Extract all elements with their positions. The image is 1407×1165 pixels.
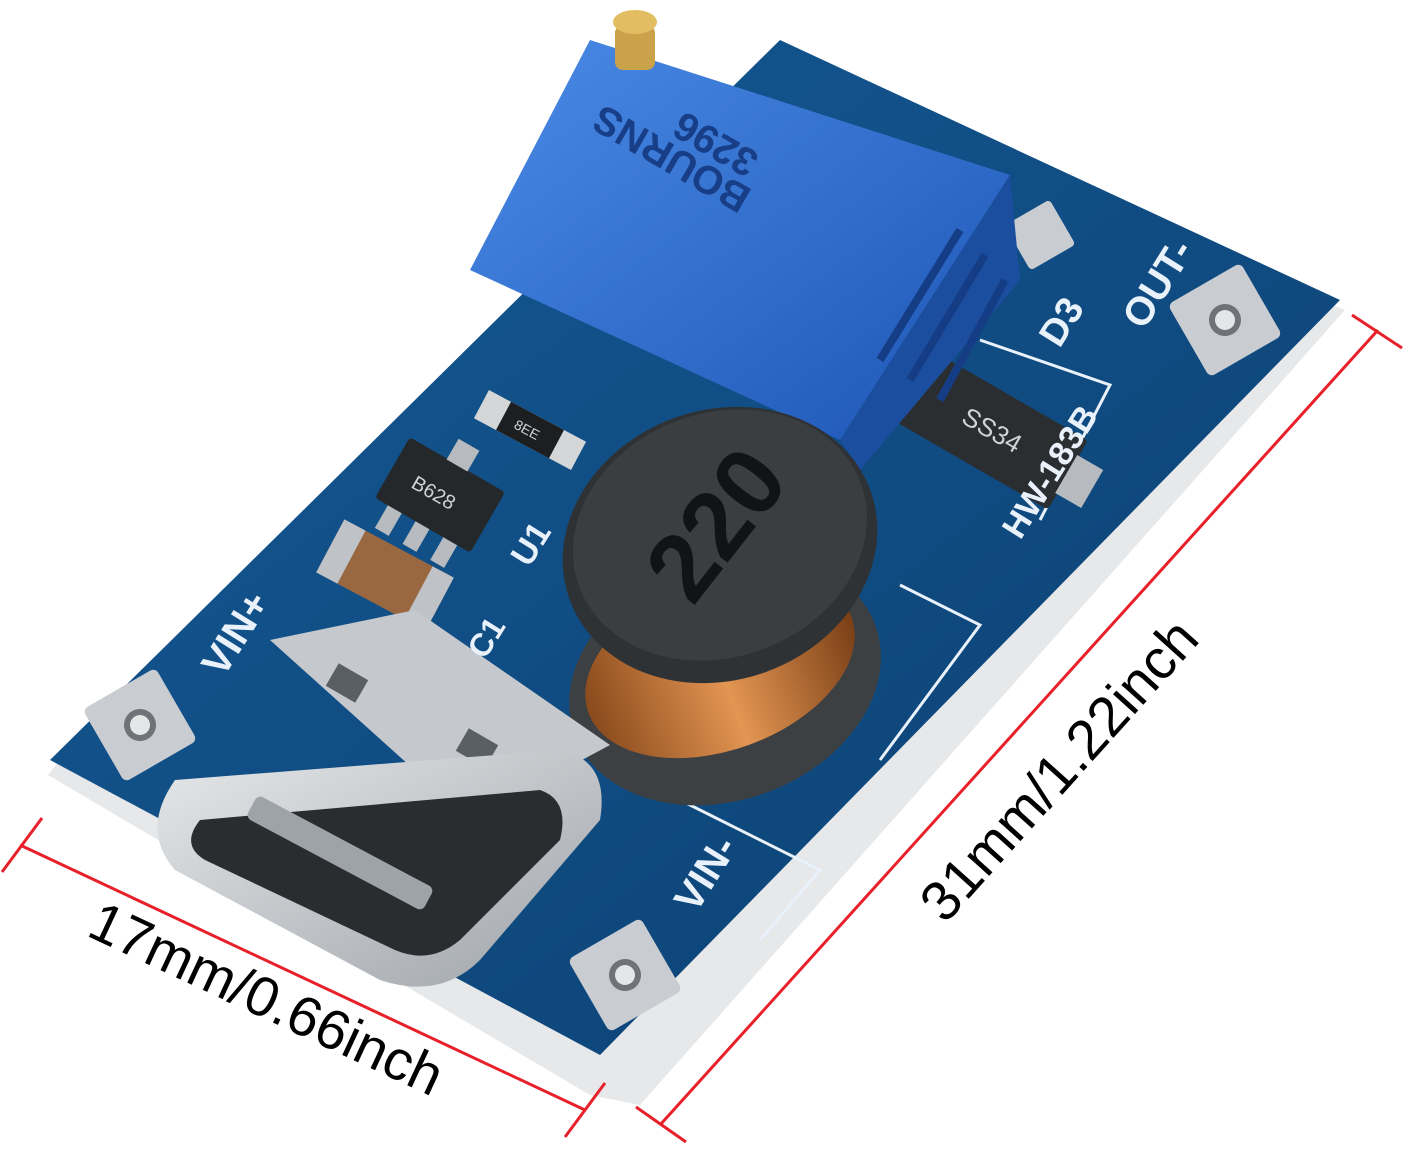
pad-vin-plus xyxy=(84,669,196,781)
resistor-8ee: 8EE xyxy=(473,390,587,470)
inductor-220: 220 xyxy=(562,406,881,806)
pad-vin-minus xyxy=(569,919,681,1031)
trimpot-3296: BOURNS 3296 xyxy=(470,10,1020,470)
pad-out-minus xyxy=(1169,264,1281,376)
chip-b628: B628 xyxy=(374,438,504,568)
usb-c-connector xyxy=(157,610,610,987)
pad-out-plus xyxy=(1005,200,1075,270)
mounting-pads xyxy=(84,200,1281,1031)
